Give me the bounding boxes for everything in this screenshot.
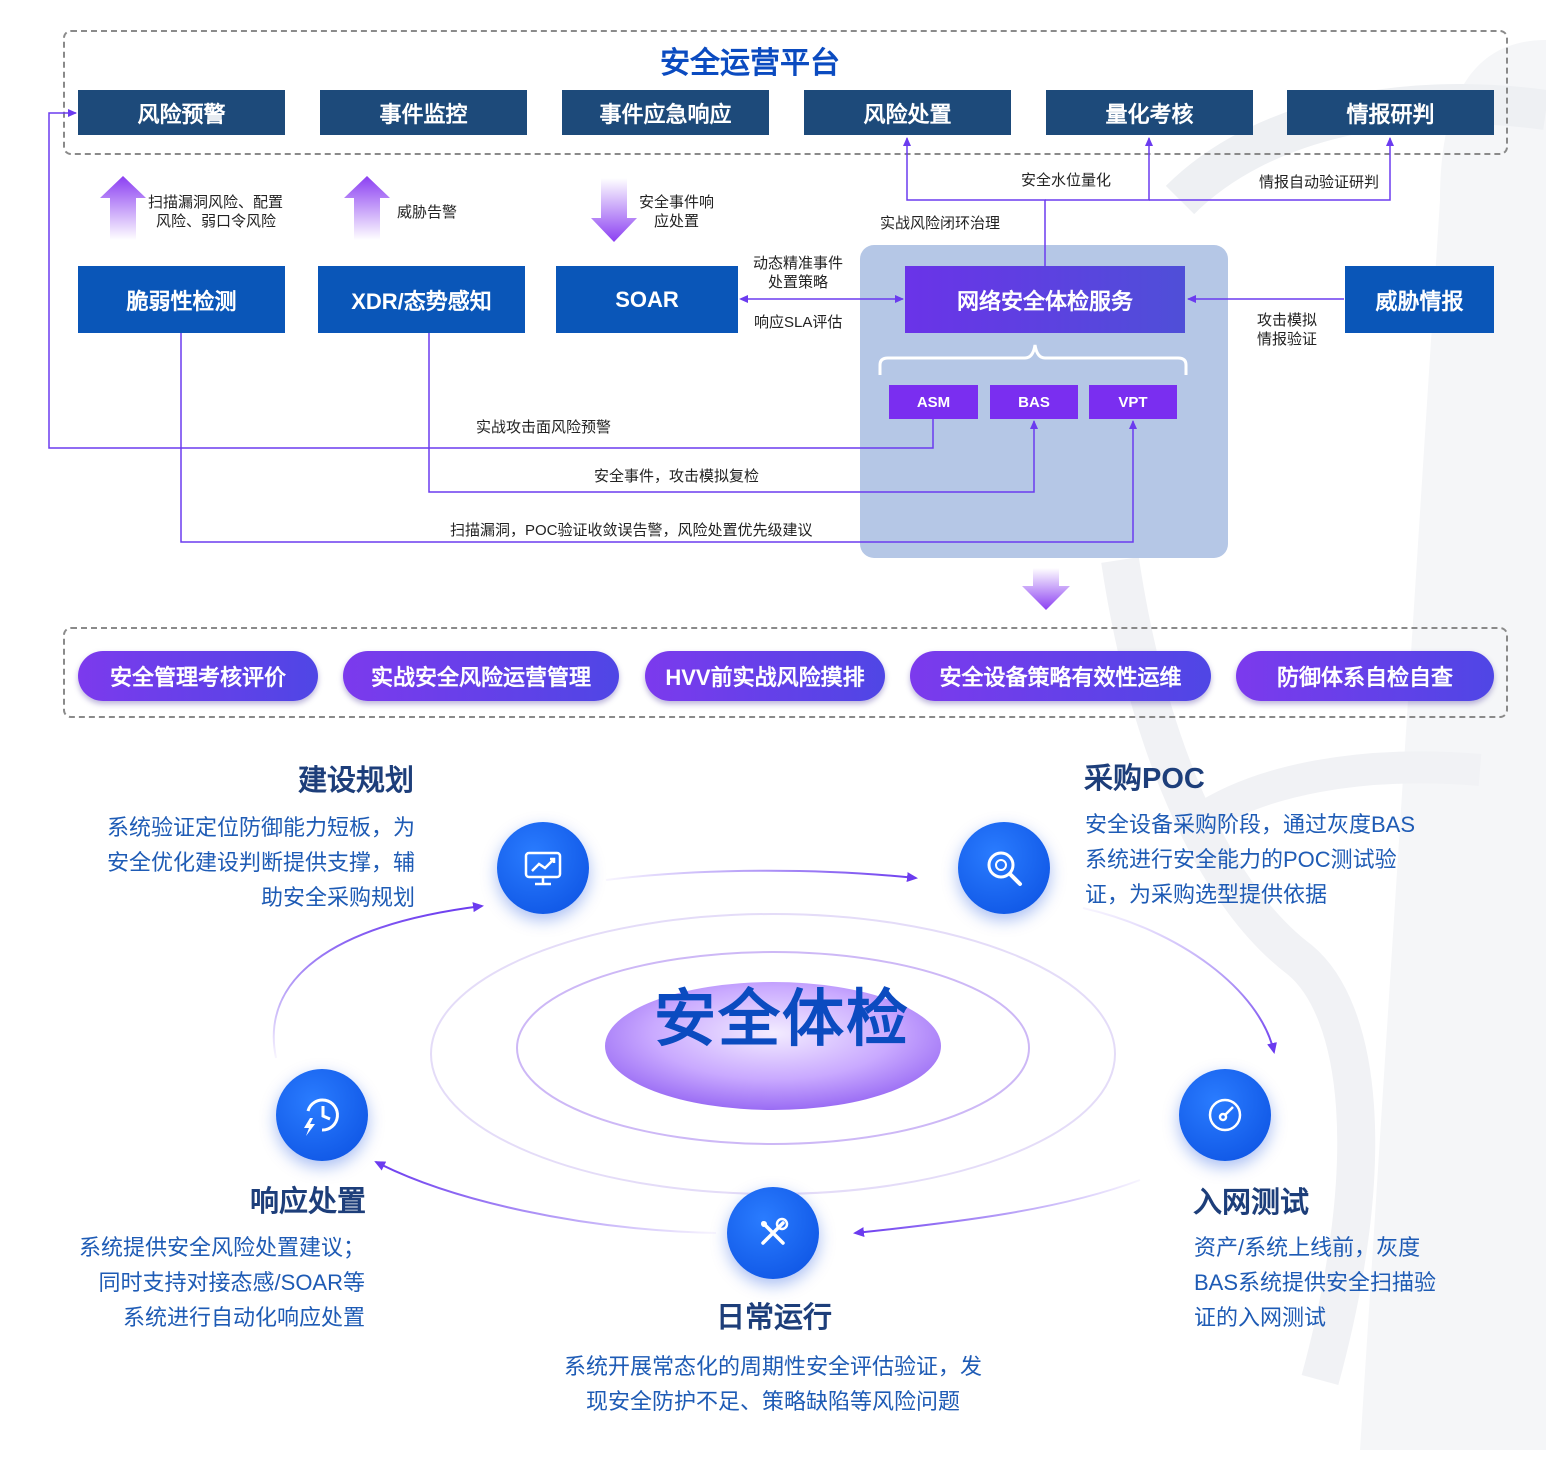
label-vuln-up-1: 扫描漏洞风险、配置 [148,194,284,211]
connector-lines [48,109,1394,610]
tool-asm: ASM [889,385,978,419]
module-event-monitor: 事件监控 [320,90,527,135]
stage-build-line-2: 安全优化建设判断提供支撑，辅 [106,850,415,875]
tool-bas: BAS [990,385,1078,419]
stage-poc-title: 采购POC [1084,763,1205,795]
stage-build-line-3: 助安全采购规划 [260,885,415,910]
platform-container [63,30,1508,155]
module-intel-analysis: 情报研判 [1287,90,1494,135]
label-soar-core-top-2: 处置策略 [768,274,829,291]
label-vpt-line: 扫描漏洞，POC验证收敛误告警，风险处置优先级建议 [450,522,813,539]
label-asm-line: 实战攻击面风险预警 [476,419,612,436]
label-intel-verify: 情报自动验证研判 [1259,174,1380,191]
stage-response-line-2: 同时支持对接态感/SOAR等 [98,1270,365,1295]
stage-response-desc: 系统提供安全风险处置建议； 同时支持对接态感/SOAR等 系统进行自动化响应处置 [20,1230,365,1335]
scenario-container [63,627,1508,718]
module-risk-handling: 风险处置 [804,90,1011,135]
module-emergency-response: 事件应急响应 [562,90,769,135]
scenario-pill-self-check: 防御体系自检自查 [1236,651,1494,701]
stage-response-line-1: 系统提供安全风险处置建议； [78,1235,365,1260]
scenario-pill-risk-ops: 实战安全风险运营管理 [343,651,619,701]
label-soar-core-bottom: 响应SLA评估 [754,314,843,331]
stage-network-desc: 资产/系统上线前，灰度 BAS系统提供安全扫描验 证的入网测试 [1194,1230,1494,1335]
label-threat-2: 情报验证 [1257,331,1318,348]
label-vuln-up-2: 风险、弱口令风险 [156,213,277,230]
stage-network-line-1: 资产/系统上线前，灰度 [1194,1235,1421,1260]
stage-build-desc: 系统验证定位防御能力短板，为 安全优化建设判断提供支撑，辅 助安全采购规划 [55,810,415,915]
scenario-pill-device-policy: 安全设备策略有效性运维 [910,651,1211,701]
stage-poc-line-2: 系统进行安全能力的POC测试验 [1085,847,1397,872]
magnifier-icon [958,822,1050,914]
stage-response-line-3: 系统进行自动化响应处置 [122,1305,365,1330]
label-water-level: 安全水位量化 [1021,172,1112,189]
stage-network-line-3: 证的入网测试 [1194,1305,1327,1330]
platform-title: 安全运营平台 [660,47,840,80]
cycle-diagram [272,869,1277,1238]
chart-monitor-icon [497,822,589,914]
box-core-service: 网络安全体检服务 [905,266,1185,333]
box-soar: SOAR [556,266,738,333]
scenario-pill-assessment: 安全管理考核评价 [78,651,318,701]
box-vuln-detect: 脆弱性检测 [78,266,285,333]
clock-lightning-icon [276,1069,368,1161]
box-threat-intel: 威胁情报 [1345,266,1494,333]
stage-daily-line-2: 现安全防护不足、策略缺陷等风险问题 [585,1389,960,1414]
label-xdr-up: 威胁告警 [397,204,458,221]
label-closed-loop: 实战风险闭环治理 [880,215,1001,232]
compass-icon [1179,1069,1271,1161]
module-risk-warning: 风险预警 [78,90,285,135]
label-soar-down-2: 应处置 [654,213,700,230]
stage-poc-line-3: 证，为采购选型提供依据 [1085,882,1328,907]
label-soar-core-top-1: 动态精准事件 [753,255,844,272]
stage-daily-title: 日常运行 [716,1302,833,1334]
tools-icon [727,1187,819,1279]
module-quant-assessment: 量化考核 [1046,90,1253,135]
stage-daily-line-1: 系统开展常态化的周期性安全评估验证，发 [563,1354,982,1379]
box-xdr: XDR/态势感知 [318,266,525,333]
label-threat-1: 攻击模拟 [1257,312,1318,329]
stage-response-title: 响应处置 [250,1186,367,1218]
stage-daily-desc: 系统开展常态化的周期性安全评估验证，发 现安全防护不足、策略缺陷等风险问题 [500,1349,1046,1419]
label-soar-down-1: 安全事件响 [639,194,715,211]
stage-network-line-2: BAS系统提供安全扫描验 [1194,1270,1437,1295]
stage-build-title: 建设规划 [298,765,415,797]
stage-poc-desc: 安全设备采购阶段，通过灰度BAS 系统进行安全能力的POC测试验 证，为采购选型… [1085,807,1485,912]
scenario-pill-hvv: HVV前实战风险摸排 [645,651,885,701]
tool-vpt: VPT [1089,385,1177,419]
stage-network-title: 入网测试 [1193,1187,1310,1219]
cycle-center-title: 安全体检 [654,985,911,1054]
stage-poc-line-1: 安全设备采购阶段，通过灰度BAS [1085,812,1416,837]
stage-build-line-1: 系统验证定位防御能力短板，为 [106,815,415,840]
label-bas-line: 安全事件，攻击模拟复检 [594,468,760,485]
